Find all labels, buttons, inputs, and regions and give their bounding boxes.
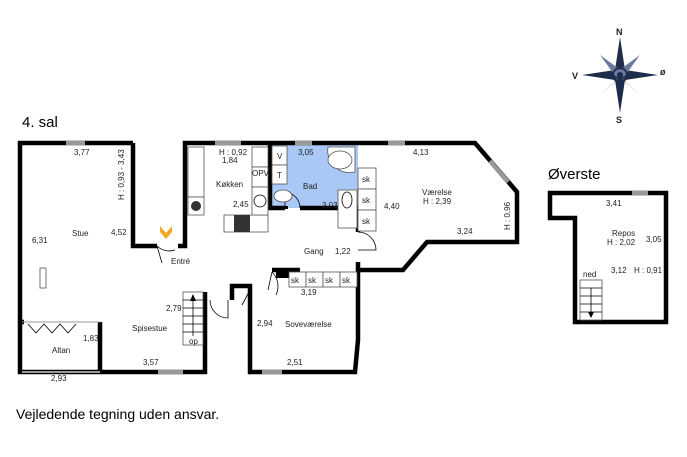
closet-label: sk xyxy=(362,196,371,205)
stair-up xyxy=(182,291,204,346)
dimension-label: Bad xyxy=(303,182,317,191)
compass-north: N xyxy=(616,27,623,37)
dimension-label: H : 0,96 xyxy=(503,201,512,230)
dimension-label: 2,79 xyxy=(166,304,182,313)
dimension-label: 4,13 xyxy=(413,148,429,157)
doors xyxy=(156,191,377,319)
dimension-label: 1,22 xyxy=(335,247,351,256)
dimension-label: 2,45 xyxy=(233,200,249,209)
compass-west: V xyxy=(572,71,578,81)
dimension-label: 2,94 xyxy=(257,319,273,328)
dimension-label: 3,05 xyxy=(298,148,314,157)
dimension-label: 3,57 xyxy=(143,358,159,367)
windows xyxy=(22,140,510,375)
dimension-label: H : 0,93 - 3,43 xyxy=(117,149,126,200)
dimension-label: Gang xyxy=(304,247,324,256)
closets: sk sk sk sk sk sk sk xyxy=(288,167,377,288)
dimension-label: Entré xyxy=(171,257,191,266)
compass-rose-icon: N S V ø xyxy=(572,27,666,125)
dimension-label: op xyxy=(189,337,198,346)
dimension-label: H : 2,02 xyxy=(607,238,636,247)
dimension-label: Stue xyxy=(72,229,89,238)
closet-label: sk xyxy=(362,175,371,184)
dimension-label: 3,05 xyxy=(646,235,662,244)
dimension-label: 4,40 xyxy=(384,202,400,211)
disclaimer: Vejledende tegning uden ansvar. xyxy=(16,406,220,422)
closet-label: sk xyxy=(291,276,300,285)
closet-label: sk xyxy=(325,276,334,285)
compass-south: S xyxy=(616,115,622,125)
upper-floor-title: Øverste xyxy=(548,166,601,183)
dimension-label: 4,52 xyxy=(111,228,127,237)
dimension-label: 1,83 xyxy=(83,334,99,343)
dimension-label: T xyxy=(277,171,282,180)
dimension-label: 3,12 xyxy=(611,266,627,275)
dimension-label: 3,24 xyxy=(457,227,473,236)
dimension-label: H : 2,39 xyxy=(423,197,452,206)
dimension-label: H : 0,92 xyxy=(219,148,248,157)
closet-label: sk xyxy=(362,217,371,226)
dimension-label: 6,31 xyxy=(32,236,48,245)
dimension-label: Værelse xyxy=(422,188,452,197)
closet-label: sk xyxy=(342,276,351,285)
dimension-label: ned xyxy=(583,270,596,279)
dimension-label: 1,84 xyxy=(222,156,238,165)
dimension-label: H : 0,91 xyxy=(634,266,663,275)
dimension-label: Soveværelse xyxy=(285,320,332,329)
entry-marker-icon xyxy=(160,226,172,239)
dimension-label: V xyxy=(277,152,283,161)
dimension-label: OPV xyxy=(252,169,270,178)
closet-label: sk xyxy=(308,276,317,285)
dimension-label: Køkken xyxy=(216,180,243,189)
dimension-label: 3,41 xyxy=(606,199,622,208)
floor-title: 4. sal xyxy=(22,114,58,131)
dimension-label: 2,93 xyxy=(51,374,67,383)
dimension-label: Repos xyxy=(612,229,635,238)
compass-east: ø xyxy=(660,67,666,77)
room-labels: 3,77 H : 0,93 - 3,43 Stue 6,31 4,52 H : … xyxy=(32,148,512,383)
dimension-label: Altan xyxy=(52,346,70,355)
dimension-label: 3,03 xyxy=(322,201,338,210)
dimension-label: Spisestue xyxy=(132,324,168,333)
upper-floor-plan: 3,41 Repos H : 2,02 3,05 ned 3,12 H : 0,… xyxy=(547,190,669,325)
kitchen-fixtures xyxy=(39,145,358,289)
dimension-label: 3,77 xyxy=(74,148,90,157)
dimension-label: 3,19 xyxy=(301,288,317,297)
dimension-label: 2,51 xyxy=(287,358,303,367)
